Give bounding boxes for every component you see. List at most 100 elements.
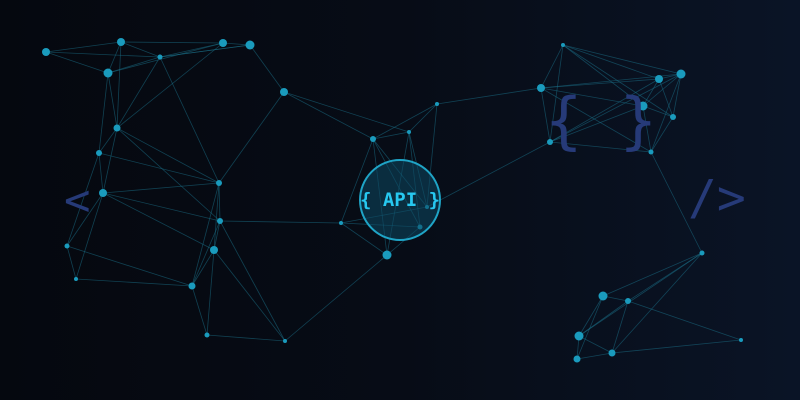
network-edge bbox=[107, 72, 118, 129]
network-edge bbox=[540, 44, 564, 89]
network-edge bbox=[219, 220, 342, 224]
network-edge bbox=[436, 87, 542, 105]
network-edge bbox=[549, 44, 564, 143]
network-node bbox=[670, 114, 676, 120]
network-node bbox=[382, 250, 392, 260]
network-node bbox=[655, 75, 663, 83]
network-node bbox=[96, 150, 102, 156]
network-edge bbox=[549, 105, 644, 143]
closing-tag-icon: /> bbox=[688, 170, 746, 226]
network-edge bbox=[159, 44, 251, 58]
network-edge bbox=[408, 103, 438, 133]
network-edge bbox=[426, 141, 551, 208]
network-node bbox=[210, 246, 218, 254]
network-node bbox=[739, 338, 743, 342]
network-edge bbox=[75, 192, 104, 280]
network-edge bbox=[549, 73, 682, 143]
api-hub-label: { API } bbox=[360, 189, 440, 211]
network-nodes bbox=[42, 38, 743, 363]
network-edge bbox=[206, 249, 215, 336]
curly-braces-icon: { } bbox=[545, 84, 657, 157]
network-edge bbox=[45, 41, 122, 53]
network-node bbox=[699, 250, 705, 256]
network-edge bbox=[98, 127, 118, 154]
network-edge bbox=[102, 192, 221, 222]
network-edge bbox=[116, 127, 221, 222]
network-edge bbox=[98, 152, 104, 194]
network-edge bbox=[576, 295, 604, 360]
network-edge bbox=[66, 245, 77, 280]
network-node bbox=[407, 130, 411, 134]
network-node bbox=[598, 291, 608, 301]
network-node bbox=[99, 189, 107, 197]
network-edge bbox=[206, 334, 286, 342]
network-edge bbox=[576, 352, 613, 360]
network-edge bbox=[578, 335, 613, 354]
network-node bbox=[638, 101, 648, 111]
network-node bbox=[537, 84, 545, 92]
network-edge bbox=[562, 44, 682, 75]
network-edge bbox=[642, 73, 682, 107]
network-node bbox=[157, 54, 163, 60]
network-node bbox=[608, 349, 616, 357]
network-edge bbox=[107, 41, 122, 74]
network-edge bbox=[107, 42, 224, 74]
network-edge bbox=[66, 245, 193, 287]
network-node bbox=[204, 332, 210, 338]
network-node bbox=[74, 277, 78, 281]
network-node bbox=[117, 38, 125, 46]
network-edge bbox=[191, 182, 220, 287]
network-edge bbox=[642, 105, 674, 118]
network-edge bbox=[340, 222, 388, 256]
network-edge bbox=[611, 300, 629, 354]
network-node bbox=[216, 180, 222, 186]
network-edge bbox=[222, 42, 251, 46]
network-node bbox=[676, 69, 686, 79]
network-edge bbox=[66, 152, 100, 247]
network-edge bbox=[218, 182, 221, 222]
network-node bbox=[113, 124, 121, 132]
network-edge bbox=[98, 152, 220, 184]
network-edge bbox=[102, 192, 215, 251]
network-edge bbox=[66, 192, 104, 247]
network-edge bbox=[578, 295, 604, 337]
network-edge bbox=[45, 51, 161, 58]
network-node bbox=[339, 221, 343, 225]
network-edge bbox=[578, 300, 629, 337]
network-node bbox=[219, 39, 227, 47]
network-edge bbox=[116, 127, 220, 184]
network-edge bbox=[219, 220, 286, 342]
network-edge bbox=[642, 105, 652, 153]
network-edge bbox=[650, 73, 682, 153]
api-hub: { API } bbox=[359, 159, 441, 241]
network-node bbox=[217, 218, 223, 224]
network-edge bbox=[98, 72, 109, 154]
network-edge bbox=[340, 138, 374, 224]
network-node bbox=[648, 149, 654, 155]
network-edge bbox=[672, 73, 682, 118]
network-edge bbox=[650, 151, 703, 254]
network-edge bbox=[75, 278, 193, 287]
network-edge bbox=[120, 41, 161, 58]
network-node bbox=[435, 102, 439, 106]
network-node bbox=[280, 88, 288, 96]
network-edge bbox=[372, 131, 410, 140]
network-node bbox=[64, 243, 70, 249]
network-node bbox=[245, 40, 255, 50]
network-edge bbox=[116, 42, 224, 129]
network-edge bbox=[540, 87, 652, 153]
network-node bbox=[370, 136, 376, 142]
network-node bbox=[561, 43, 565, 47]
network-edge bbox=[611, 252, 703, 354]
network-node bbox=[574, 331, 584, 341]
network-node bbox=[625, 298, 631, 304]
network-edge bbox=[116, 56, 161, 129]
network-node bbox=[103, 68, 113, 78]
network-edge bbox=[213, 249, 286, 342]
network-edge bbox=[658, 78, 674, 118]
network-edge bbox=[159, 56, 220, 184]
network-edge bbox=[213, 220, 221, 251]
network-edge bbox=[283, 91, 410, 133]
network-edge bbox=[642, 78, 660, 107]
